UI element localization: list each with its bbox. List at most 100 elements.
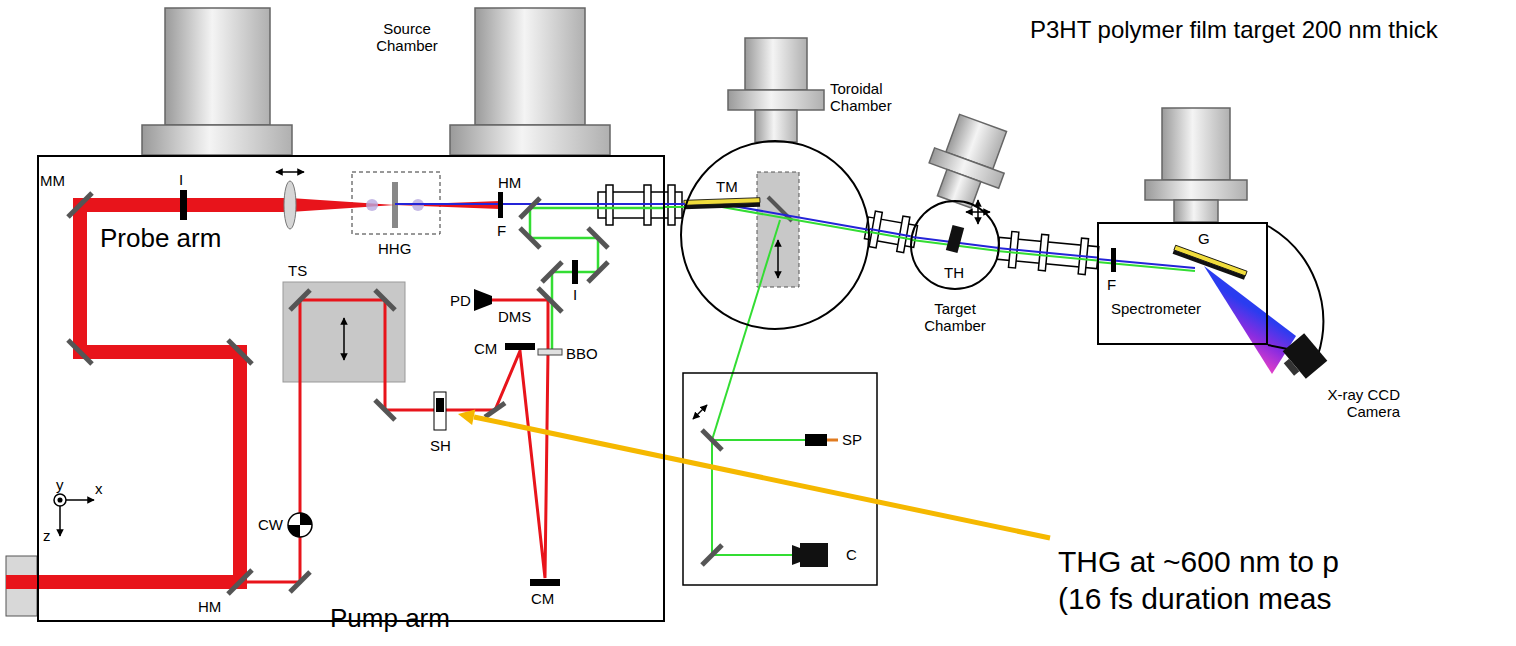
iris — [180, 190, 578, 284]
vacuum-pump — [1145, 180, 1247, 200]
vacuum-flange — [598, 185, 1099, 276]
axes — [59, 506, 61, 536]
lens — [276, 172, 304, 229]
part-name: TM — [716, 178, 738, 195]
part-name: HM — [198, 598, 221, 615]
part-name: C — [846, 546, 857, 563]
mirror — [68, 340, 92, 364]
chamber-outline — [911, 201, 999, 289]
spectrometer-fiber — [805, 434, 838, 446]
arm-name: Probe arm — [100, 224, 221, 254]
stage-arrow — [343, 318, 345, 360]
part-name: HHG — [378, 240, 411, 257]
arm-name: Pump arm — [330, 604, 450, 634]
part-name: MM — [40, 172, 65, 189]
grating — [1173, 250, 1246, 280]
vacuum-pump — [920, 110, 1018, 214]
beam-connector — [870, 229, 911, 239]
part-name: BBO — [566, 345, 598, 362]
green-beam — [684, 205, 1195, 555]
mirror — [702, 430, 722, 450]
spectrometer-box: Spectrometer — [1097, 222, 1268, 345]
part-name: F — [497, 222, 506, 239]
vacuum-pump — [728, 90, 824, 110]
lens — [284, 181, 296, 229]
vacuum-pump — [745, 38, 807, 90]
probe-beam — [6, 205, 290, 582]
pump-beam — [240, 300, 548, 582]
part-name: X-ray CCD Camera — [1300, 386, 1400, 421]
part-name: TS — [288, 262, 307, 279]
probe-beam — [290, 198, 395, 212]
plasma-glow — [366, 199, 378, 211]
mirror — [538, 288, 562, 312]
chamber-outline — [681, 141, 869, 329]
curved-mirror — [530, 579, 560, 586]
mirror — [542, 262, 562, 282]
green-beam — [712, 440, 815, 555]
spectrometer-fiber — [827, 439, 838, 442]
part-name: PD — [450, 292, 471, 309]
part-name: CM — [474, 340, 497, 357]
beam-path — [1000, 251, 1097, 260]
mirror — [702, 545, 722, 565]
part-name: DMS — [498, 308, 531, 325]
beam-path — [870, 232, 911, 239]
mirror — [520, 228, 540, 248]
camera — [792, 543, 828, 567]
bbo-crystal — [538, 349, 562, 355]
mirror — [588, 262, 608, 282]
vacuum-flange — [997, 230, 1100, 275]
green-beam — [722, 207, 870, 233]
mirror — [485, 403, 505, 417]
camera — [800, 543, 828, 567]
chamber-name: Source Chamber — [367, 20, 447, 55]
photodiode — [474, 289, 492, 311]
filter — [498, 192, 503, 218]
shutter — [434, 392, 446, 430]
part-name: G — [1198, 230, 1210, 247]
chamber-outline — [680, 140, 870, 330]
lens — [276, 171, 304, 173]
mirror — [290, 572, 310, 592]
chamber-name: Spectrometer — [1111, 300, 1201, 317]
vacuum-pump — [1162, 108, 1230, 180]
part-name: SH — [430, 437, 451, 454]
beam-path — [665, 203, 685, 205]
spectrum-fan — [1204, 266, 1296, 374]
beam-path — [665, 206, 685, 208]
mirror — [68, 193, 92, 217]
mirror — [290, 290, 310, 310]
part-name: CW — [258, 516, 283, 533]
toroidal-chamber: Toroidal Chamber — [680, 140, 870, 330]
iris — [180, 190, 187, 220]
green-beam — [530, 208, 665, 352]
part-name: SP — [842, 431, 862, 448]
mirror — [228, 570, 252, 594]
vacuum-pump — [475, 8, 585, 125]
part-name: HM — [498, 174, 521, 191]
callout-arrow — [458, 410, 475, 426]
callout-arrow — [474, 417, 1050, 538]
target-note: P3HT polymer film target 200 nm thick — [1030, 16, 1438, 44]
callout-arrow — [458, 410, 1050, 539]
curved-mirror — [505, 343, 560, 586]
part-name: TH — [944, 264, 964, 281]
curved-mirror — [505, 343, 535, 350]
xuv-beam — [684, 202, 1195, 268]
vacuum-pump — [450, 125, 610, 155]
filter — [1111, 248, 1116, 272]
chamber-name: Toroidal Chamber — [830, 80, 904, 115]
xuv-beam — [722, 204, 870, 230]
axes — [58, 498, 62, 502]
flip-arrow — [693, 405, 707, 419]
mirror — [588, 228, 608, 248]
spectrometer-housing — [1268, 226, 1323, 355]
iris — [572, 260, 578, 284]
axes — [54, 494, 66, 506]
mirror — [228, 340, 252, 364]
part-name: CM — [531, 590, 554, 607]
ccd-camera — [1284, 359, 1300, 376]
part-name: I — [573, 286, 577, 303]
